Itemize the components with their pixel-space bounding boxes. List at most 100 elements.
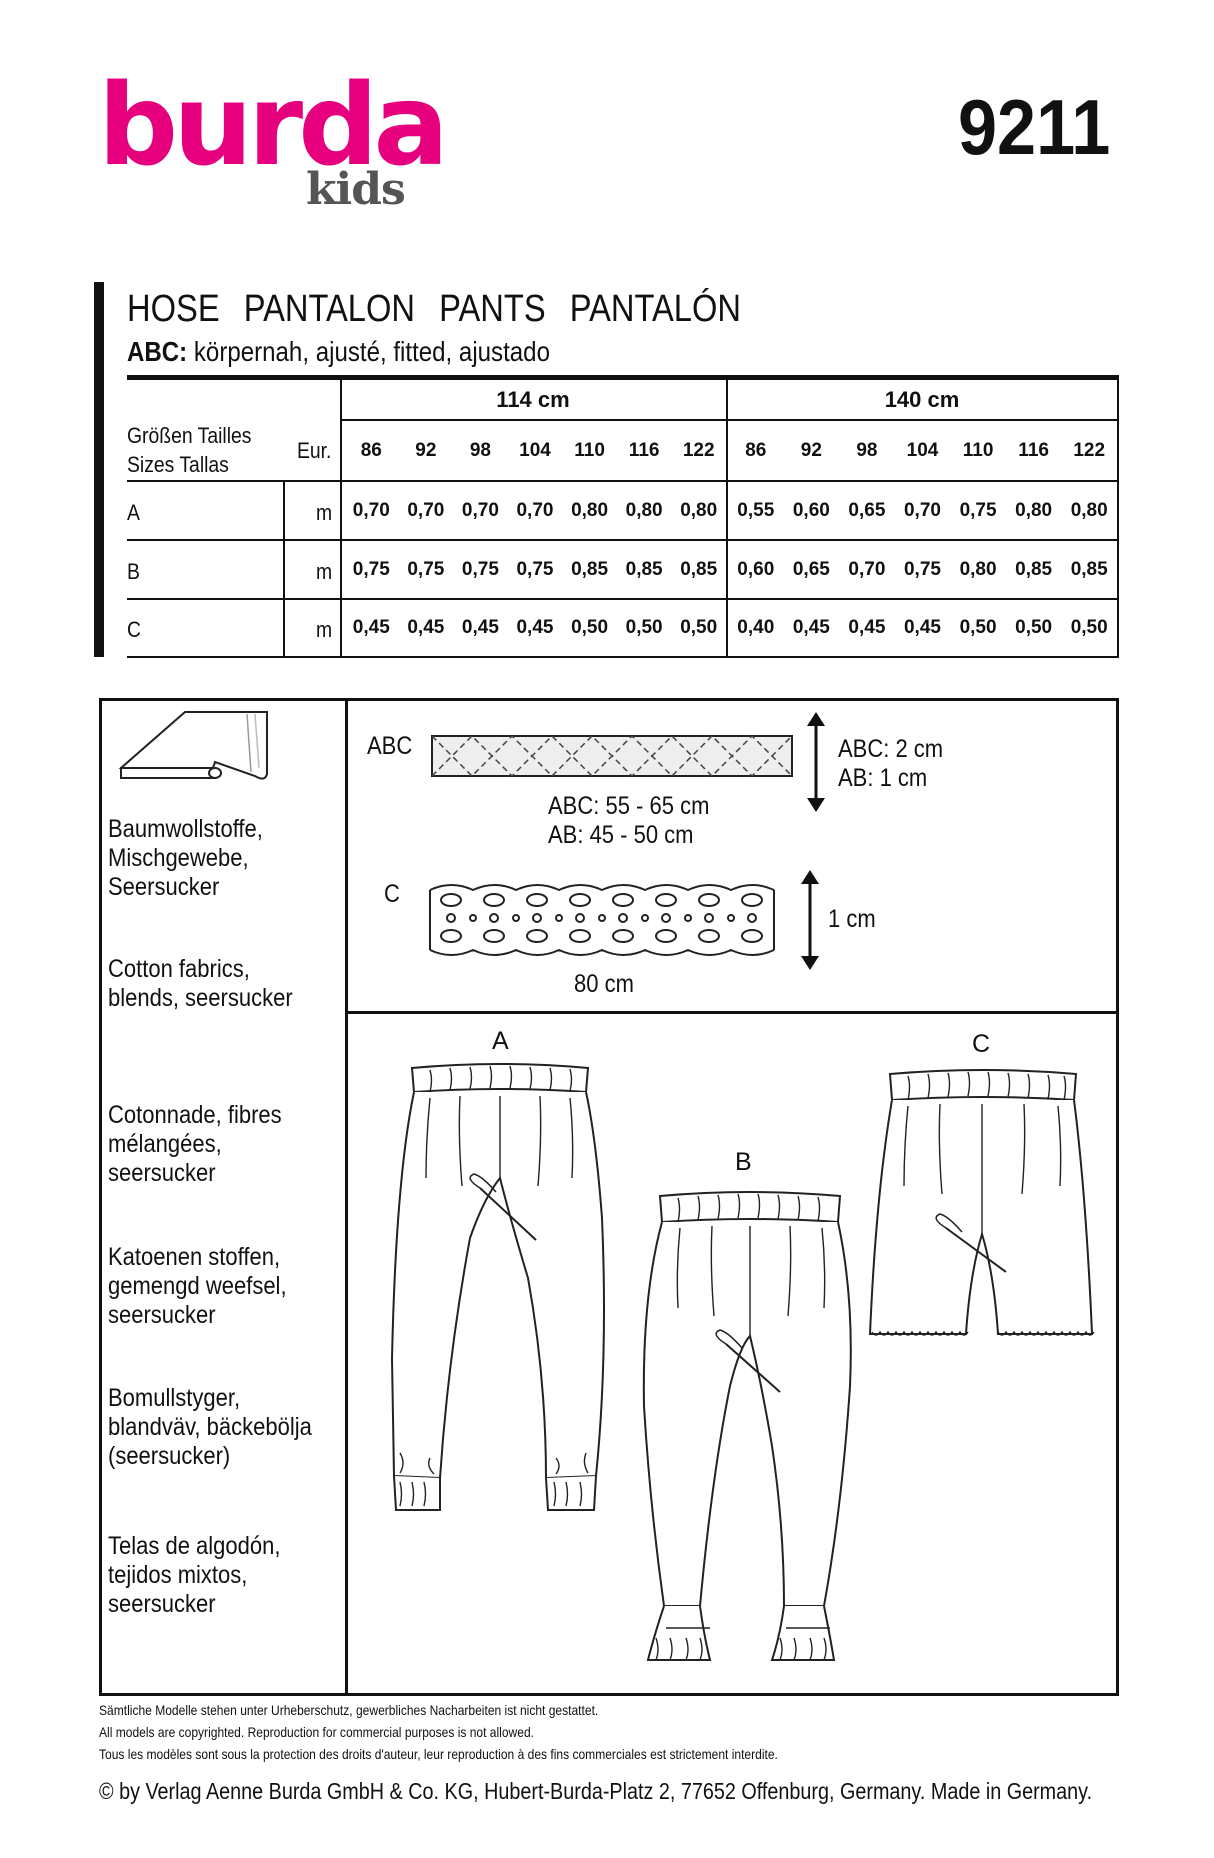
table-vrule (340, 375, 342, 658)
lace-view-label: C (384, 880, 400, 908)
elastic-length-2: AB: 45 - 50 cm (548, 821, 694, 849)
size-86: 86 (745, 440, 767, 461)
yardage-cell: 0,75 (407, 559, 445, 580)
fabric-fr: Cotonnade, fibres mélangées, seersucker (108, 1101, 282, 1187)
brand-logo: burda (98, 61, 449, 191)
yardage-cell: 0,75 (352, 559, 390, 580)
yardage-cell: 0,70 (407, 500, 445, 521)
yardage-cell: 0,85 (625, 559, 663, 580)
row-view-c: C (127, 617, 141, 642)
copyright: © by Verlag Aenne Burda GmbH & Co. KG, H… (99, 1778, 1093, 1804)
yardage-cell: 0,50 (1070, 617, 1108, 638)
brand-sub-logo: kids (306, 164, 406, 215)
view-label-b: B (735, 1148, 752, 1176)
view-c-shorts-illustration (868, 1069, 1095, 1336)
box-divider (345, 1011, 1119, 1014)
fabric-de: Baumwollstoffe, Mischgewebe, Seersucker (108, 815, 263, 901)
view-b-pants-illustration (642, 1191, 852, 1661)
view-label-c: C (972, 1030, 991, 1058)
legal-en: All models are copyrighted. Reproduction… (99, 1724, 534, 1740)
yardage-cell: 0,45 (407, 617, 445, 638)
row-view-b: B (127, 559, 140, 584)
title-es: PANTALÓN (569, 288, 741, 330)
elastic-width-1: ABC: 2 cm (838, 735, 944, 763)
elastic-length-1: ABC: 55 - 65 cm (548, 792, 710, 820)
eur-label: Eur. (297, 438, 332, 463)
size-98: 98 (469, 440, 491, 461)
yardage-cell: 0,80 (571, 500, 609, 521)
yardage-cell: 0,85 (1015, 559, 1053, 580)
unit-m: m (316, 500, 333, 525)
yardage-cell: 0,80 (959, 559, 997, 580)
view-a-pants-illustration (390, 1063, 605, 1511)
size-98: 98 (856, 440, 878, 461)
fabric-and-views-box (99, 698, 1119, 1696)
table-top-rule (127, 375, 1119, 380)
table-vrule (283, 480, 285, 658)
yardage-cell: 0,85 (680, 559, 718, 580)
elastic-width-2: AB: 1 cm (838, 764, 928, 792)
yardage-cell: 0,70 (848, 559, 886, 580)
eyelet-lace-illustration (429, 884, 775, 956)
yardage-cell: 0,60 (737, 559, 775, 580)
yardage-cell: 0,50 (959, 617, 997, 638)
yardage-cell: 0,45 (792, 617, 830, 638)
fabric-nl: Katoenen stoffen, gemengd weefsel, seers… (108, 1243, 287, 1329)
title-en: PANTS (439, 288, 546, 330)
size-122: 122 (682, 440, 715, 461)
yardage-cell: 0,85 (571, 559, 609, 580)
yardage-cell: 0,45 (848, 617, 886, 638)
lace-length: 80 cm (574, 970, 634, 998)
unit-m: m (316, 617, 333, 642)
size-122: 122 (1073, 440, 1106, 461)
yardage-cell: 0,45 (461, 617, 499, 638)
fabric-width-114: 114 cm (496, 387, 570, 412)
pattern-number: 9211 (958, 83, 1111, 171)
elastic-illustration (431, 734, 793, 778)
yardage-table: 114 cm 140 cm Größen Tailles Sizes Talla… (0, 0, 1214, 700)
elastic-view-label: ABC (367, 732, 413, 760)
table-vrule (1117, 375, 1119, 658)
size-116: 116 (1018, 440, 1049, 461)
view-label-a: A (492, 1027, 509, 1055)
fabric-roll-icon (118, 711, 268, 780)
fabric-width-140: 140 cm (884, 387, 960, 412)
fabric-es: Telas de algodón, tejidos mixtos, seersu… (108, 1532, 281, 1618)
fit-description: ABC: körpernah, ajusté, fitted, ajustado (127, 336, 550, 368)
size-116: 116 (628, 440, 660, 461)
yardage-cell: 0,50 (680, 617, 718, 638)
yardage-cell: 0,45 (516, 617, 554, 638)
table-rule (340, 419, 1119, 421)
legal-fr: Tous les modèles sont sous la protection… (99, 1746, 778, 1762)
yardage-cell: 0,45 (903, 617, 941, 638)
legal-de: Sämtliche Modelle stehen unter Urhebersc… (99, 1702, 599, 1718)
yardage-cell: 0,80 (1015, 500, 1053, 521)
yardage-cell: 0,55 (737, 500, 775, 521)
table-rule (127, 598, 1119, 600)
yardage-cell: 0,85 (1070, 559, 1108, 580)
yardage-cell: 0,75 (959, 500, 997, 521)
size-label: Größen Tailles (127, 423, 252, 448)
row-view-a: A (127, 500, 140, 525)
fabric-en: Cotton fabrics, blends, seersucker (108, 955, 293, 1012)
section-bar (94, 282, 104, 657)
yardage-cell: 0,75 (461, 559, 499, 580)
size-86: 86 (360, 440, 382, 461)
size-92: 92 (800, 440, 822, 461)
yardage-cell: 0,65 (792, 559, 830, 580)
yardage-cell: 0,75 (903, 559, 941, 580)
unit-m: m (316, 559, 333, 584)
table-rule (127, 539, 1119, 541)
yardage-cell: 0,70 (903, 500, 941, 521)
yardage-cell: 0,80 (1070, 500, 1108, 521)
size-110: 110 (962, 440, 994, 461)
yardage-cell: 0,70 (516, 500, 554, 521)
yardage-cell: 0,75 (516, 559, 554, 580)
yardage-cell: 0,80 (625, 500, 663, 521)
fit-text: körpernah, ajusté, fitted, ajustado (193, 336, 550, 367)
yardage-cell: 0,70 (461, 500, 499, 521)
yardage-cell: 0,65 (848, 500, 886, 521)
table-vrule (726, 375, 728, 658)
size-110: 110 (574, 440, 605, 461)
